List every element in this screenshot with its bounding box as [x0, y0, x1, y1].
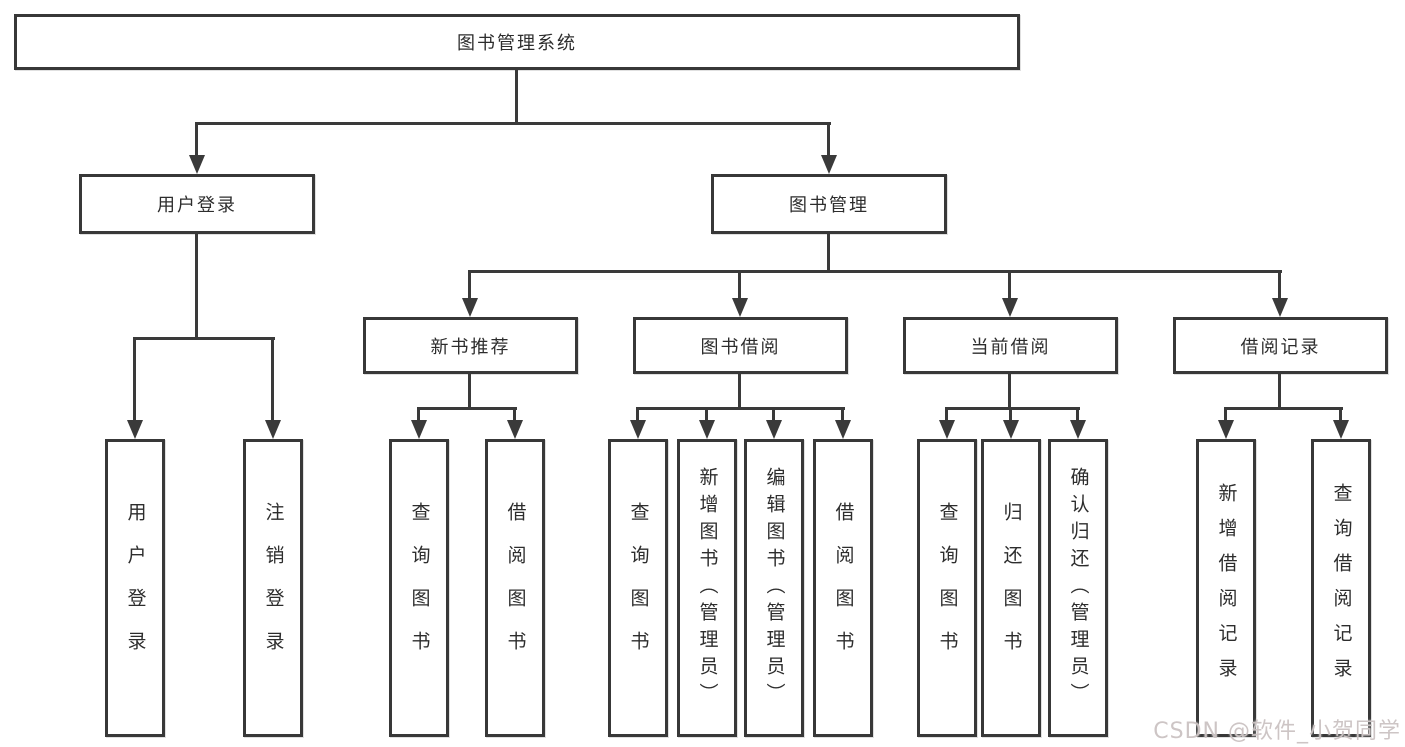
leaf-bb-borrow-books-label: 借阅图书	[832, 502, 855, 674]
leaf-logout-login: 注销登录	[243, 439, 303, 737]
edge-line	[1008, 270, 1011, 298]
edge-line	[841, 407, 844, 420]
edge-line	[705, 407, 708, 420]
node-borrowing-records-label: 借阅记录	[1240, 336, 1321, 358]
edge-line	[636, 407, 639, 420]
leaf-br-query-record: 查询借阅记录	[1311, 439, 1371, 737]
node-book-management: 图书管理	[711, 174, 947, 234]
node-library-management-system-label: 图书管理系统	[457, 33, 577, 54]
watermark: CSDN @软件_小贺同学	[1153, 719, 1401, 744]
node-book-borrowing-label: 图书借阅	[700, 336, 781, 358]
edge-arrow	[189, 155, 205, 174]
edge-line	[417, 407, 517, 410]
node-book-management-label: 图书管理	[789, 195, 869, 216]
edge-line	[1278, 270, 1281, 298]
edge-line	[1076, 407, 1079, 420]
edge-line	[1224, 407, 1343, 410]
edge-line	[827, 234, 830, 270]
edge-line	[468, 270, 471, 298]
edge-arrow	[1003, 420, 1019, 439]
node-book-borrowing: 图书借阅	[633, 317, 848, 374]
leaf-user-login: 用户登录	[105, 439, 165, 737]
edge-arrow	[265, 420, 281, 439]
leaf-bb-edit-books-admin: 编辑图书（管理员）	[744, 439, 804, 737]
edge-line	[636, 407, 845, 410]
leaf-cb-return-books-label: 归还图书	[1000, 502, 1023, 674]
edge-line	[945, 407, 948, 420]
edge-arrow	[1070, 420, 1086, 439]
edge-arrow	[1002, 298, 1018, 317]
node-borrowing-records: 借阅记录	[1173, 317, 1388, 374]
edge-line	[738, 374, 741, 407]
leaf-bb-borrow-books: 借阅图书	[813, 439, 873, 737]
node-current-borrowing: 当前借阅	[903, 317, 1118, 374]
leaf-cb-query-books-label: 查询图书	[936, 502, 959, 674]
edge-arrow	[411, 420, 427, 439]
edge-line	[827, 122, 830, 155]
edge-arrow	[127, 420, 143, 439]
edge-line	[195, 234, 198, 337]
edge-line	[271, 337, 274, 420]
leaf-nbr-borrow-books-label: 借阅图书	[504, 502, 527, 674]
edge-line	[195, 122, 198, 155]
edge-line	[772, 407, 775, 420]
edge-line	[513, 407, 516, 420]
edge-arrow	[630, 420, 646, 439]
node-user-login: 用户登录	[79, 174, 315, 234]
edge-arrow	[1218, 420, 1234, 439]
edge-line	[468, 374, 471, 407]
leaf-bb-query-books: 查询图书	[608, 439, 668, 737]
edge-arrow	[835, 420, 851, 439]
edge-line	[1009, 407, 1012, 420]
leaf-logout-login-label: 注销登录	[262, 502, 285, 674]
edge-arrow	[732, 298, 748, 317]
edge-line	[1278, 374, 1281, 407]
edge-line	[515, 70, 518, 122]
leaf-br-add-record-label: 新增借阅记录	[1215, 483, 1238, 693]
edge-line	[1339, 407, 1342, 420]
leaf-bb-add-books-admin-label: 新增图书（管理员）	[696, 466, 719, 710]
leaf-nbr-query-books: 查询图书	[389, 439, 449, 737]
edge-line	[468, 270, 1282, 273]
edge-line	[1224, 407, 1227, 420]
edge-arrow	[462, 298, 478, 317]
edge-arrow	[1333, 420, 1349, 439]
leaf-bb-add-books-admin: 新增图书（管理员）	[677, 439, 737, 737]
edge-arrow	[821, 155, 837, 174]
leaf-bb-query-books-label: 查询图书	[627, 502, 650, 674]
edge-line	[195, 122, 831, 125]
node-user-login-label: 用户登录	[157, 195, 237, 216]
edge-arrow	[766, 420, 782, 439]
edge-line	[417, 407, 420, 420]
edge-line	[133, 337, 275, 340]
leaf-cb-return-books: 归还图书	[981, 439, 1041, 737]
edge-arrow	[939, 420, 955, 439]
leaf-br-add-record: 新增借阅记录	[1196, 439, 1256, 737]
node-current-borrowing-label: 当前借阅	[970, 336, 1051, 358]
edge-line	[738, 270, 741, 298]
leaf-nbr-query-books-label: 查询图书	[408, 502, 431, 674]
leaf-cb-confirm-return-admin-label: 确认归还（管理员）	[1067, 466, 1090, 710]
leaf-cb-confirm-return-admin: 确认归还（管理员）	[1048, 439, 1108, 737]
edge-arrow	[507, 420, 523, 439]
leaf-bb-edit-books-admin-label: 编辑图书（管理员）	[763, 466, 786, 710]
edge-line	[1008, 374, 1011, 407]
edge-arrow	[1272, 298, 1288, 317]
leaf-nbr-borrow-books: 借阅图书	[485, 439, 545, 737]
node-library-management-system: 图书管理系统	[14, 14, 1020, 70]
leaf-cb-query-books: 查询图书	[917, 439, 977, 737]
leaf-user-login-label: 用户登录	[124, 502, 147, 674]
node-new-book-recommend-label: 新书推荐	[430, 336, 511, 358]
edge-line	[945, 407, 1080, 410]
edge-arrow	[699, 420, 715, 439]
edge-line	[133, 337, 136, 420]
leaf-br-query-record-label: 查询借阅记录	[1330, 483, 1353, 693]
node-new-book-recommend: 新书推荐	[363, 317, 578, 374]
